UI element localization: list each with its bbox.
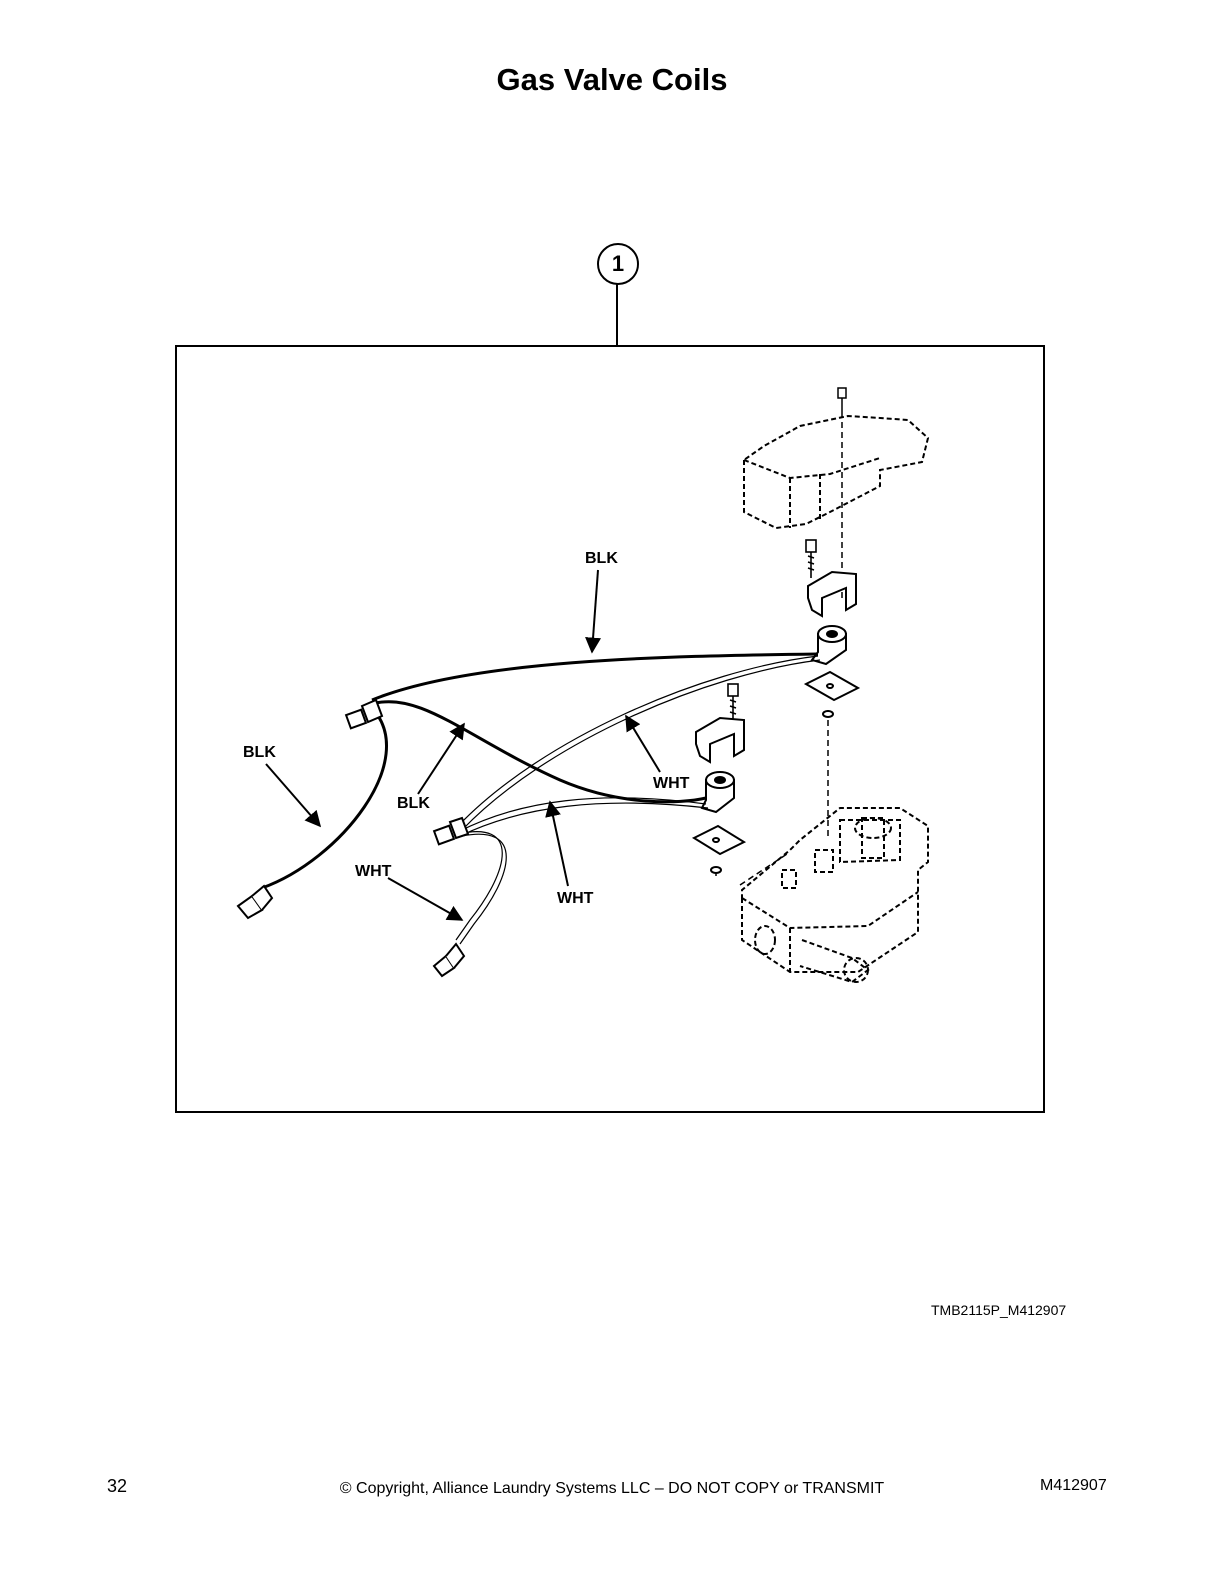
label-wht-lower: WHT [557, 890, 594, 907]
wht-wire-connector [432, 816, 470, 846]
upper-plate [803, 670, 861, 718]
wht-wire-terminal [432, 942, 466, 978]
label-arrows [265, 569, 661, 921]
page-title: Gas Valve Coils [496, 62, 728, 97]
lower-bracket [695, 716, 745, 764]
item-callout: 1 [597, 243, 639, 285]
lower-coil [700, 771, 735, 814]
gas-valve-cover [743, 414, 930, 530]
callout-leader-line [616, 284, 618, 346]
page-number: 32 [107, 1476, 128, 1496]
label-blk-middle: BLK [397, 795, 430, 812]
blk-wire-connector [344, 698, 384, 730]
lower-bracket-screw [727, 683, 739, 722]
blk-wire-terminal [236, 884, 274, 920]
figure-code: TMB2115P_M412907 [931, 1302, 1067, 1318]
upper-coil [810, 625, 847, 666]
gas-valve-body [741, 807, 929, 984]
label-wht-left: WHT [355, 863, 392, 880]
upper-bracket-screw [805, 539, 817, 578]
label-blk-top: BLK [585, 550, 618, 567]
label-wht-upper: WHT [653, 775, 690, 792]
figure-frame [175, 345, 1045, 1113]
upper-bracket [807, 570, 857, 618]
label-blk-left: BLK [243, 744, 276, 761]
cover-screw [837, 387, 847, 412]
wire-harness [261, 652, 821, 945]
lower-plate [691, 824, 747, 874]
copyright-notice: © Copyright, Alliance Laundry Systems LL… [339, 1480, 885, 1497]
document-number: M412907 [1040, 1477, 1107, 1494]
